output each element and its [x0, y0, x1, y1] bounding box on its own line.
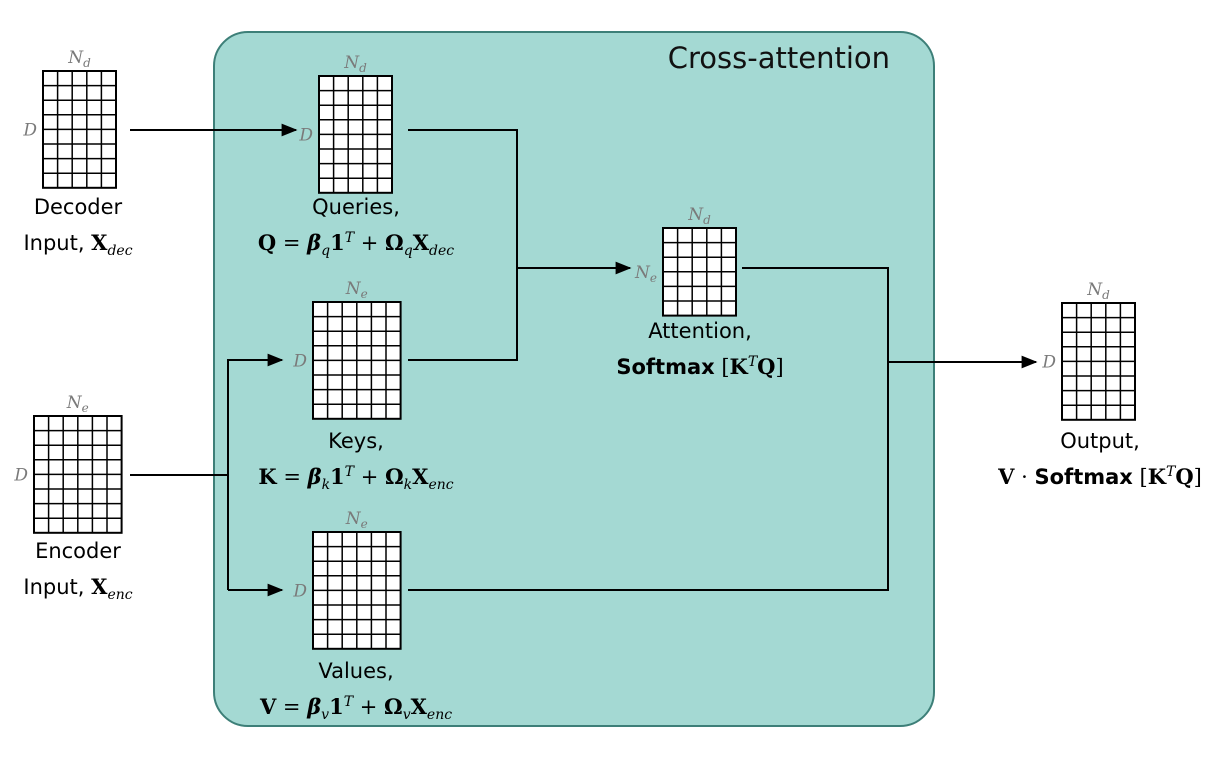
line-keys-out — [408, 268, 518, 361]
queries-matrix: NdD — [298, 53, 393, 194]
line-attention-out — [742, 267, 889, 362]
encoder-input-matrix: NeD — [13, 393, 123, 534]
encoder-input-label: Encoder Input, Xenc — [23, 539, 132, 603]
encoder-label-line1: Encoder — [35, 539, 121, 563]
output-formula: V · Softmax [KTQ] — [997, 464, 1202, 489]
values-matrix: NeD — [292, 509, 402, 650]
panel-title: Cross-attention — [668, 41, 890, 75]
line-queries-out — [408, 129, 518, 268]
keys-col-dim: Ne — [345, 279, 368, 301]
values-row-dim: D — [292, 581, 307, 601]
attention-label-line1: Attention, — [648, 319, 752, 343]
encoder-label-line2: Input, Xenc — [23, 574, 132, 603]
keys-label-line1: Keys, — [328, 429, 384, 453]
output-col-dim: Nd — [1086, 280, 1110, 302]
attention-col-dim: Nd — [687, 205, 711, 227]
output-row-dim: D — [1041, 352, 1056, 372]
attention-label: Attention, Softmax [KTQ] — [616, 319, 783, 379]
values-equation: V = βv1T + ΩvXenc — [259, 694, 452, 723]
values-col-dim: Ne — [345, 509, 368, 531]
encoder-input-row-dim: D — [13, 465, 28, 485]
decoder-input-label: Decoder Input, Xdec — [23, 195, 132, 259]
queries-row-dim: D — [298, 125, 313, 145]
decoder-label-line2: Input, Xdec — [23, 230, 132, 259]
keys-matrix: NeD — [292, 279, 402, 420]
values-label: Values, V = βv1T + ΩvXenc — [259, 659, 452, 723]
encoder-input-col-dim: Ne — [66, 393, 89, 415]
connectors — [130, 123, 1038, 597]
keys-row-dim: D — [292, 351, 307, 371]
keys-label: Keys, K = βk1T + ΩkXenc — [258, 429, 453, 493]
arrow-encoder-to-keys — [227, 353, 284, 590]
decoder-input-matrix: NdD — [22, 48, 117, 189]
decoder-label-line1: Decoder — [34, 195, 123, 219]
decoder-input-col-dim: Nd — [67, 48, 91, 70]
queries-label-line1: Queries, — [312, 195, 400, 219]
values-label-line1: Values, — [318, 659, 393, 683]
line-values-out — [408, 362, 889, 591]
decoder-input-row-dim: D — [22, 120, 37, 140]
queries-label: Queries, Q = βq1T + ΩqXdec — [258, 195, 454, 259]
queries-equation: Q = βq1T + ΩqXdec — [258, 230, 454, 259]
output-matrix: NdD — [1041, 280, 1136, 421]
keys-equation: K = βk1T + ΩkXenc — [258, 464, 453, 493]
queries-col-dim: Nd — [343, 53, 367, 75]
attention-formula: Softmax [KTQ] — [616, 354, 783, 379]
attention-row-dim: Ne — [634, 263, 657, 285]
output-label: Output, V · Softmax [KTQ] — [997, 429, 1202, 489]
output-label-line1: Output, — [1060, 429, 1140, 453]
